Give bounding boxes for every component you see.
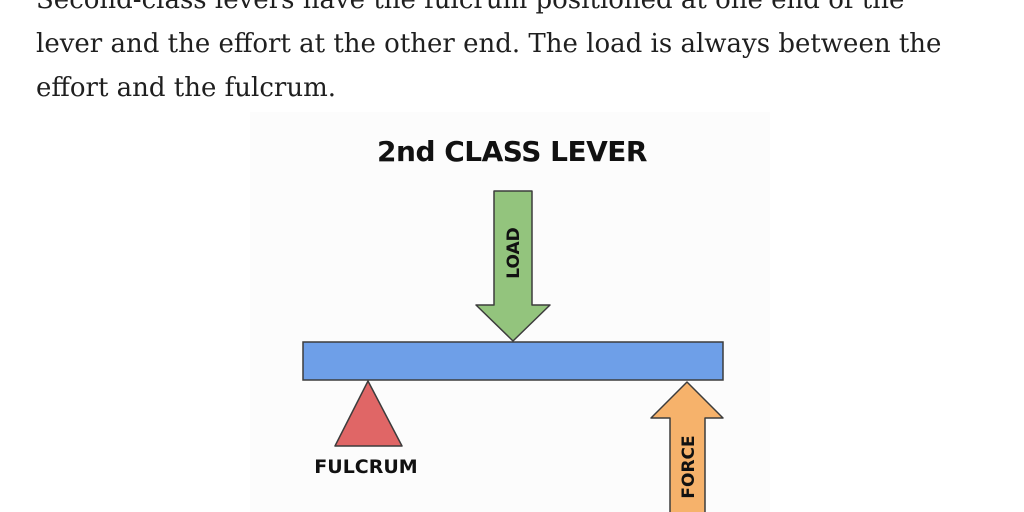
diagram-title: 2nd CLASS LEVER — [377, 135, 647, 168]
force-arrow — [650, 381, 724, 512]
lever-diagram-svg: 2nd CLASS LEVER LOAD FULCRUM FORCE — [302, 135, 724, 512]
fulcrum-label: FULCRUM — [314, 456, 417, 478]
force-label: FORCE — [679, 435, 699, 498]
lever-diagram: 2nd CLASS LEVER LOAD FULCRUM FORCE — [250, 112, 770, 512]
article-paragraph: Second-class levers have the fulcrum pos… — [36, 0, 942, 103]
fulcrum-triangle — [334, 380, 403, 447]
lever-bar — [302, 341, 724, 381]
load-label: LOAD — [504, 227, 524, 279]
load-arrow — [475, 190, 551, 342]
